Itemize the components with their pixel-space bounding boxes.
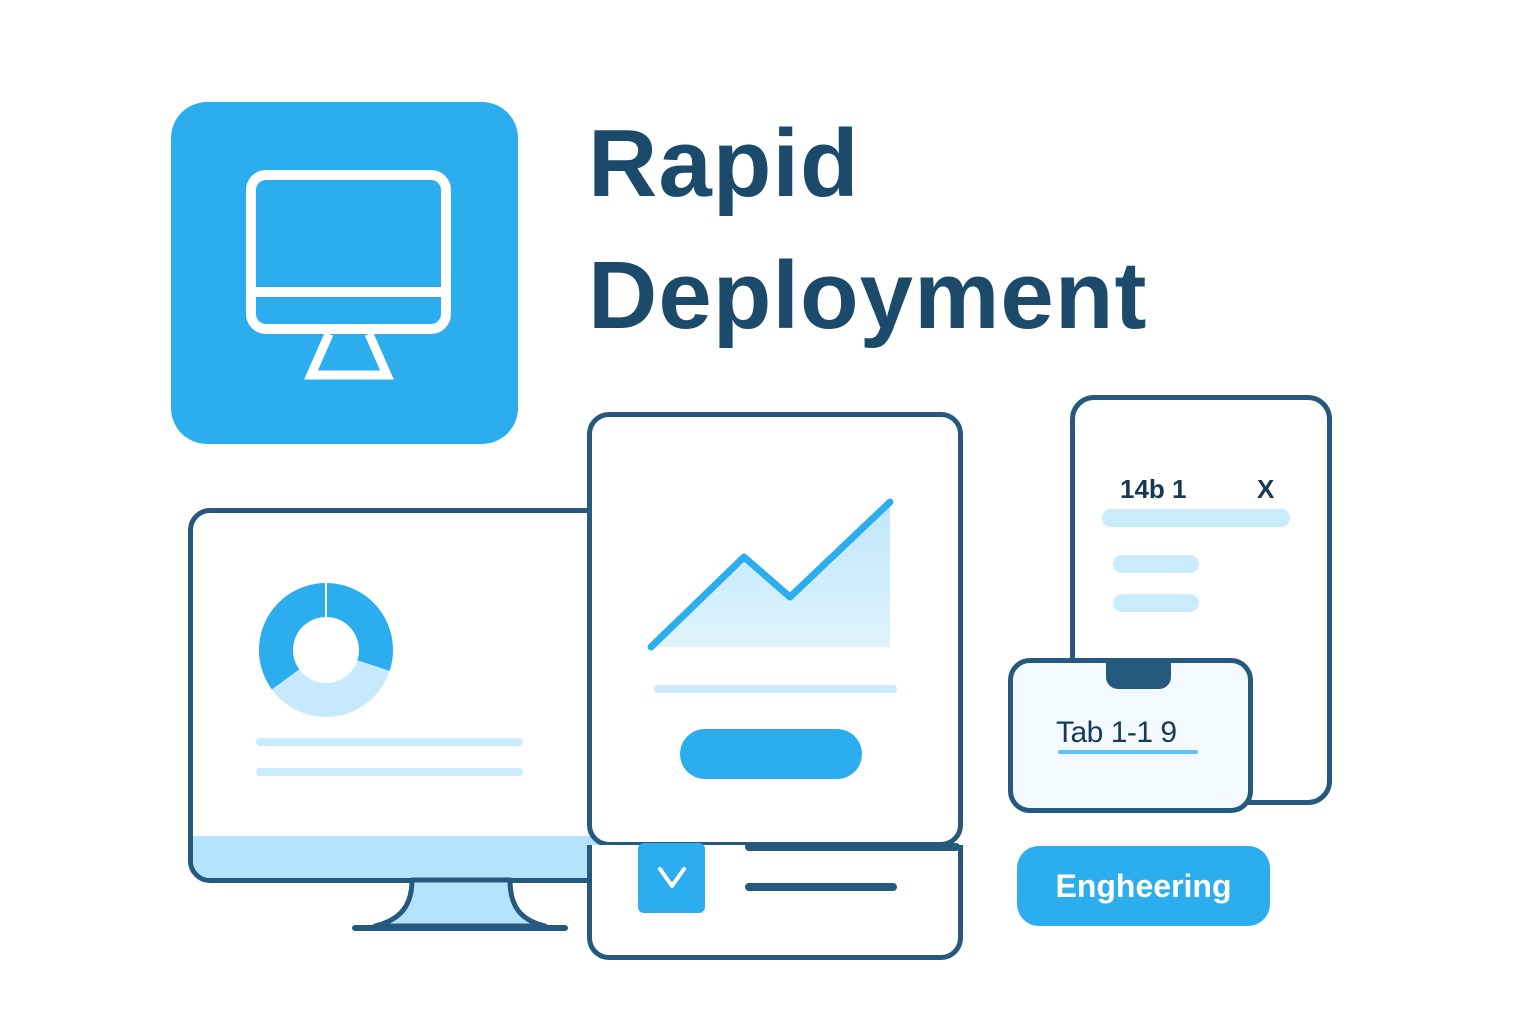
- divider-line: [654, 685, 897, 693]
- donut-chart: [259, 583, 393, 717]
- taskbar: [193, 836, 603, 878]
- list-item-bar[interactable]: [1113, 555, 1199, 573]
- close-icon[interactable]: X: [1257, 474, 1275, 504]
- footer-line-2: [745, 883, 897, 891]
- checkbox[interactable]: [638, 843, 705, 913]
- title-line-1: Rapid: [588, 110, 860, 217]
- chevron-down-icon: [657, 867, 686, 888]
- monitor-stand: [352, 877, 568, 931]
- app-icon-tile[interactable]: [171, 102, 518, 444]
- device-notch: [1106, 661, 1171, 689]
- highlight-bar: [1102, 509, 1290, 527]
- phone-header-text: 14b 1: [1120, 474, 1187, 504]
- page-title: Rapid Deployment: [588, 98, 1147, 362]
- tablet-card: [587, 412, 963, 847]
- tab-label[interactable]: Tab 1-1 9: [1056, 716, 1177, 749]
- text-line-placeholder: [256, 738, 523, 746]
- area-line-chart: [647, 498, 894, 651]
- text-line-placeholder: [256, 768, 523, 776]
- monitor-icon: [246, 170, 451, 380]
- title-line-2: Deployment: [588, 242, 1148, 349]
- desktop-monitor: [188, 508, 608, 883]
- list-item-bar[interactable]: [1113, 594, 1199, 612]
- primary-action-button[interactable]: [680, 729, 862, 779]
- tab-underline: [1058, 750, 1198, 754]
- small-device: [1008, 658, 1253, 813]
- engineering-badge-button[interactable]: Engheering: [1017, 846, 1270, 926]
- footer-line-1: [745, 843, 960, 851]
